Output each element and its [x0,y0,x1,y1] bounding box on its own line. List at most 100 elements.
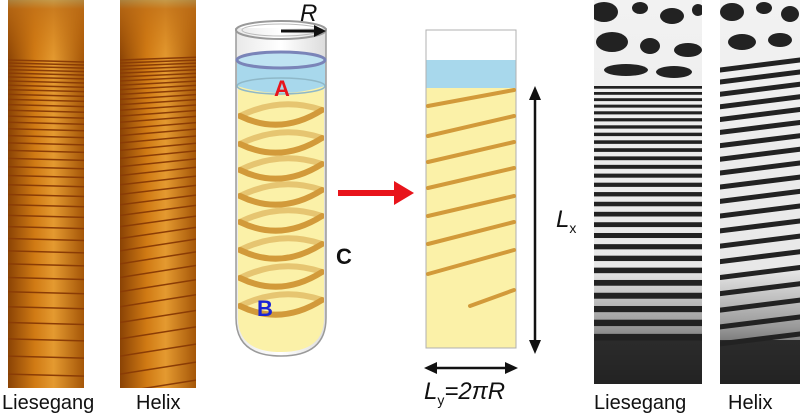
helix-band-front [238,187,324,208]
sim-band [594,319,702,327]
label-radius: R [300,0,318,27]
helix-ring [120,184,196,196]
sim-band [594,211,702,217]
sim-helix-band [720,297,800,313]
sim-helix-band [720,188,800,204]
helix-ring [120,264,196,279]
sim-band [594,279,702,286]
liesegang-ring [8,98,84,103]
helix-ring [120,150,196,160]
liesegang-ring [8,134,84,139]
label-A: A [274,76,290,101]
liesegang-ring [8,149,84,154]
helix-ring [120,104,196,111]
liesegang-ring [8,184,84,188]
liesegang-ring [8,59,84,63]
sim-band [594,255,702,262]
sim-helix-band [720,265,800,281]
helix-ring [120,166,196,177]
label-C: C [336,244,352,269]
helix-ring [120,84,196,91]
liesegang-ring [8,373,84,377]
sim-band [594,118,702,122]
sim-band [594,267,702,274]
helix-band-back [238,129,324,147]
liesegang-ring [8,355,84,359]
helix-band-back [238,155,324,173]
helix-band-back [238,101,324,119]
sim-band [594,111,702,115]
sim-band [594,201,702,207]
helix-band-back [238,291,324,309]
sim-band [594,164,702,169]
helix-ring [120,194,196,206]
sim-band [594,148,702,152]
liesegang-ring [8,321,84,326]
label-Ly-sub: y [437,391,445,408]
liesegang-ring [8,237,84,242]
helix-band-front [238,213,324,234]
helix-ring [120,128,196,137]
helix-band-front [238,297,324,318]
sim-band [594,305,702,313]
helix-ring [120,142,196,152]
sim-helix-band [720,218,800,234]
label-Ly-main: L [424,378,438,405]
sim-helix-band [720,57,800,73]
sim-helix-band [720,146,800,162]
liesegang-ring [8,115,84,119]
sim-band [594,232,702,239]
label-Ly: Ly=2πR [424,378,505,408]
sim-helix-band [720,314,800,330]
sim-band [594,173,702,178]
sim-band [594,156,702,161]
label-B: B [257,296,273,321]
helix-ring [120,204,196,217]
liesegang-ring [8,128,84,132]
helix-ring [120,62,196,67]
helix-ring [120,158,196,168]
helix-ring [120,93,196,101]
sim-helix-band [720,203,800,219]
unrolled-stripe [426,220,516,246]
helix-band-back [238,207,324,225]
test-tube-schematic [235,20,327,357]
sim-band [594,86,702,89]
sim-helix-band [720,160,800,176]
liesegang-ring [8,65,84,69]
helix-ring [120,68,196,74]
unrolled-stripe [426,114,516,138]
liesegang-ring [8,103,84,108]
liesegang-ring [8,68,84,73]
helix-band-back [238,235,324,253]
liesegang-ring [8,93,84,98]
liesegang-ring [8,72,84,76]
radius-arrowhead [314,25,326,37]
sim-band [594,104,702,108]
liesegang-ring [8,291,84,295]
sim-band [594,192,702,197]
unrolled-stripe [426,140,516,164]
helix-ring [120,343,196,357]
sim-helix-band [720,174,800,190]
helix-band-back [238,181,324,199]
helix-band-front [238,135,324,156]
liesegang-ring [8,250,84,254]
caption-helix-photo: Helix [136,392,181,414]
liesegang-ring [8,214,84,219]
helix-ring [120,135,196,144]
sim-helix-band [720,233,800,249]
helix-ring [120,279,196,293]
helix-ring [120,326,196,340]
sim-helix-band [720,133,800,149]
liesegang-ring [8,203,84,208]
sim-band [594,125,702,129]
helix-band-front [238,241,324,262]
helix-ring [120,59,196,64]
liesegang-ring [8,109,84,113]
liesegang-ring [8,193,84,198]
helix-ring [120,251,196,265]
liesegang-ring [8,305,84,310]
sim-band [594,222,702,228]
unrolled-stripe [468,288,516,308]
